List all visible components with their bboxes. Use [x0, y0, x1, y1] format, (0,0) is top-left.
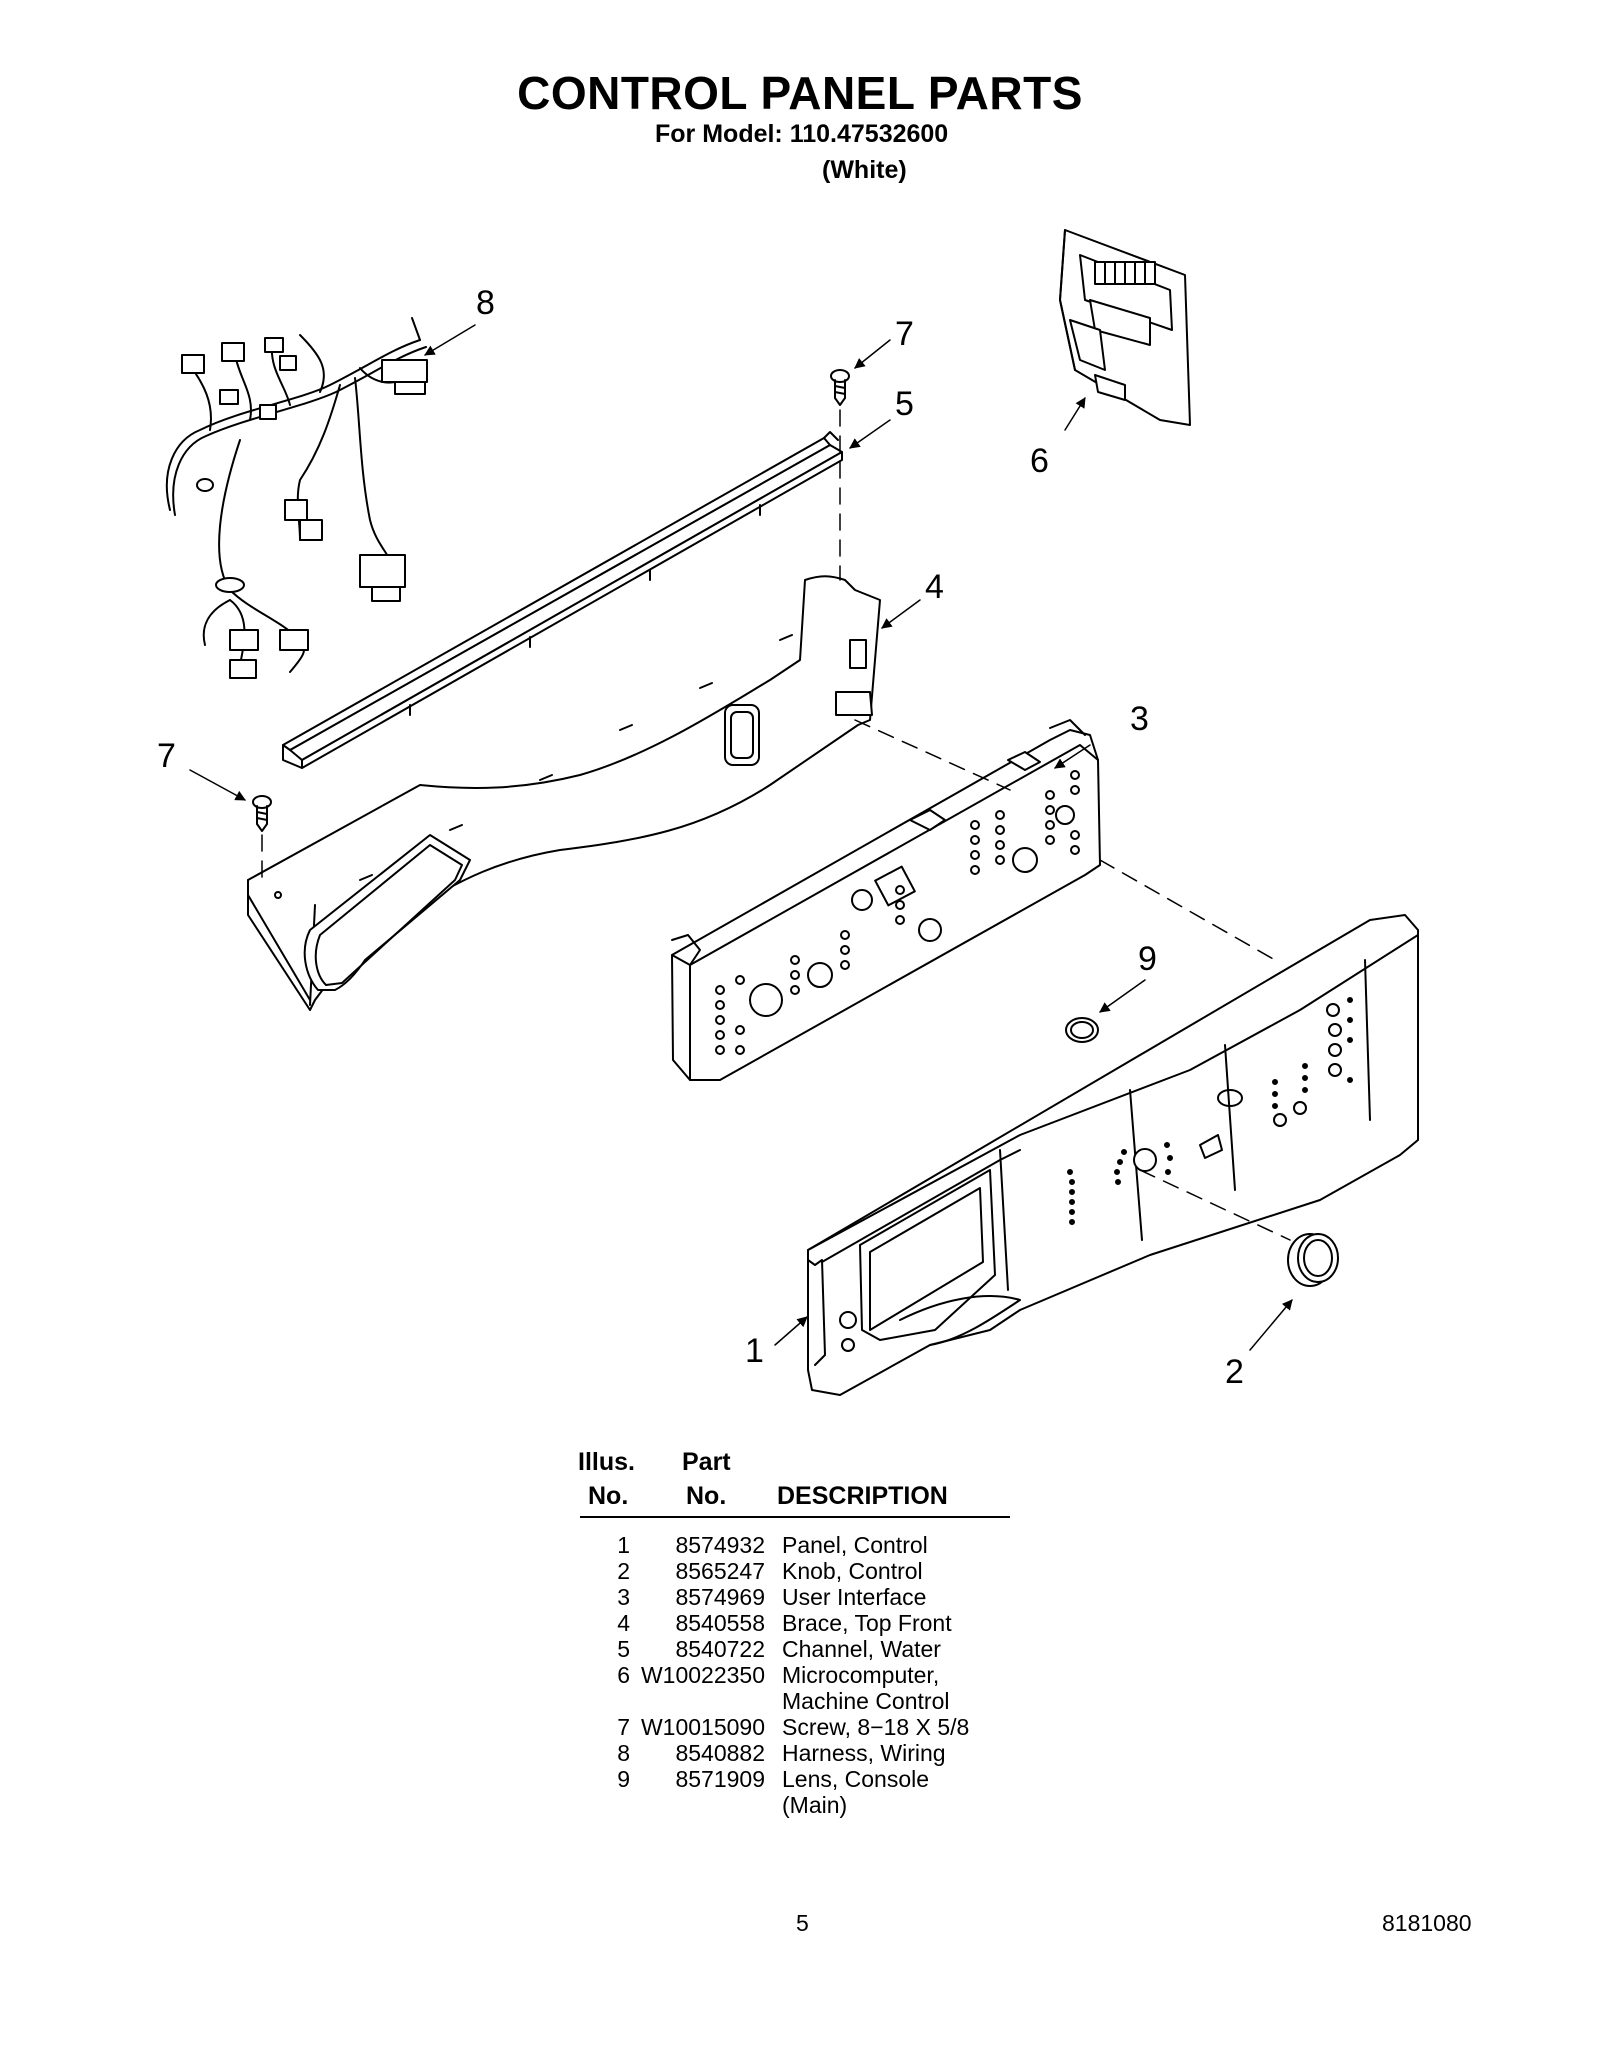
- color-line: (White): [822, 156, 907, 184]
- screw-part-lower: [252, 795, 272, 832]
- assembly-lines: [261, 409, 1291, 1241]
- callout-4: 4: [925, 568, 944, 606]
- header-rule: [580, 1516, 1010, 1518]
- callout-5: 5: [895, 385, 914, 423]
- callout-8: 8: [476, 284, 495, 322]
- header-description: DESCRIPTION: [777, 1482, 948, 1510]
- page-title: CONTROL PANEL PARTS: [517, 67, 1083, 119]
- callout-7-lower: 7: [157, 737, 176, 775]
- control-knob-part: [1287, 1233, 1339, 1287]
- ui-led-grid: [715, 770, 1080, 1055]
- page-number: 5: [796, 1910, 809, 1936]
- user-interface-part: [671, 719, 1101, 1081]
- callout-3: 3: [1130, 700, 1149, 738]
- callout-2: 2: [1225, 1353, 1244, 1391]
- callout-leaders: [189, 324, 1293, 1351]
- header-illus-bottom: No.: [588, 1482, 629, 1510]
- control-panel-part: [807, 914, 1419, 1396]
- wiring-harness-part: [165, 317, 428, 679]
- screw-part-upper: [830, 369, 850, 406]
- exploded-parts-diagram: 1 2 3 4 5 6 7 7 8 9: [157, 229, 1419, 1396]
- callout-7-upper: 7: [895, 315, 914, 353]
- callout-labels: 1 2 3 4 5 6 7 7 8 9: [157, 284, 1244, 1391]
- panel-indicator-dots: [1067, 1063, 1308, 1225]
- water-channel-part: [282, 431, 843, 769]
- model-line: For Model: 110.47532600: [655, 120, 949, 148]
- callout-9: 9: [1138, 940, 1157, 978]
- callout-6: 6: [1030, 442, 1049, 480]
- document-number: 8181080: [1382, 1910, 1472, 1936]
- header-part-top: Part: [682, 1448, 731, 1476]
- top-front-brace-part: [247, 575, 881, 1011]
- microcomputer-part: [1059, 229, 1191, 426]
- callout-1: 1: [745, 1332, 764, 1370]
- console-lens-part: [1065, 1017, 1099, 1043]
- header-part-bottom: No.: [686, 1482, 727, 1510]
- header-illus-top: Illus.: [578, 1448, 635, 1476]
